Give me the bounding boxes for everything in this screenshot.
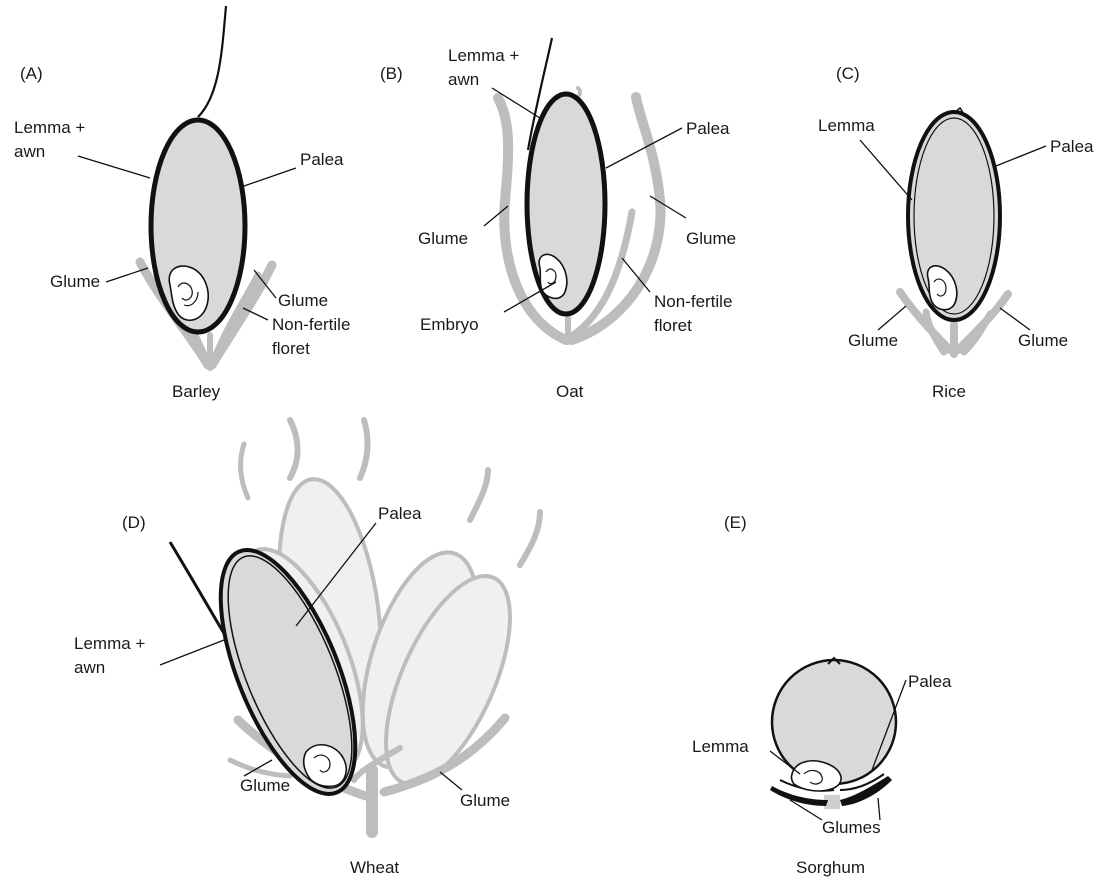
barley-awn bbox=[198, 6, 226, 117]
rice-label-glume-left: Glume bbox=[848, 331, 898, 350]
sorghum-name: Sorghum bbox=[796, 858, 865, 877]
panel-wheat: (D) Palea Lemma + awn Glume Glume Wheat bbox=[74, 420, 540, 877]
oat-label-glume-right: Glume bbox=[686, 229, 736, 248]
barley-label-palea: Palea bbox=[300, 150, 344, 169]
barley-name: Barley bbox=[172, 382, 221, 401]
barley-label-floret: floret bbox=[272, 339, 310, 358]
sorghum-label-lemma: Lemma bbox=[692, 737, 749, 756]
oat-name: Oat bbox=[556, 382, 584, 401]
oat-label-lemma: Lemma + bbox=[448, 46, 519, 65]
barley-label-lemma: Lemma + bbox=[14, 118, 85, 137]
oat-label-glume-left: Glume bbox=[418, 229, 468, 248]
wheat-panel-letter: (D) bbox=[122, 513, 146, 532]
wheat-name: Wheat bbox=[350, 858, 399, 877]
panel-rice: (C) Lemma Palea Glume Glume Rice bbox=[818, 64, 1094, 401]
oat-label-awn: awn bbox=[448, 70, 479, 89]
barley-panel-letter: (A) bbox=[20, 64, 43, 83]
sorghum-kernel bbox=[772, 660, 896, 784]
wheat-label-awn: awn bbox=[74, 658, 105, 677]
wheat-label-glume-left: Glume bbox=[240, 776, 290, 795]
rice-label-glume-right: Glume bbox=[1018, 331, 1068, 350]
barley-label-awn: awn bbox=[14, 142, 45, 161]
oat-label-nonfertile: Non-fertile bbox=[654, 292, 732, 311]
barley-label-glume-left: Glume bbox=[50, 272, 100, 291]
rice-name: Rice bbox=[932, 382, 966, 401]
sorghum-panel-letter: (E) bbox=[724, 513, 747, 532]
barley-label-glume-right: Glume bbox=[278, 291, 328, 310]
rice-label-palea: Palea bbox=[1050, 137, 1094, 156]
wheat-label-glume-right: Glume bbox=[460, 791, 510, 810]
panel-oat: (B) Lemma + awn Palea Glume Glume Embryo… bbox=[380, 38, 736, 401]
barley-label-nonfertile: Non-fertile bbox=[272, 315, 350, 334]
rice-label-lemma: Lemma bbox=[818, 116, 875, 135]
sorghum-label-glumes: Glumes bbox=[822, 818, 881, 837]
oat-label-embryo: Embryo bbox=[420, 315, 479, 334]
panel-sorghum: (E) Lemma Palea Glumes Sorghum bbox=[692, 513, 952, 877]
oat-label-palea: Palea bbox=[686, 119, 730, 138]
oat-label-floret: floret bbox=[654, 316, 692, 335]
panel-barley: (A) Lemma + awn Palea Glume Glume Non-fe… bbox=[14, 6, 350, 401]
oat-panel-letter: (B) bbox=[380, 64, 403, 83]
rice-panel-letter: (C) bbox=[836, 64, 860, 83]
wheat-label-lemma: Lemma + bbox=[74, 634, 145, 653]
sorghum-label-palea: Palea bbox=[908, 672, 952, 691]
wheat-label-palea: Palea bbox=[378, 504, 422, 523]
